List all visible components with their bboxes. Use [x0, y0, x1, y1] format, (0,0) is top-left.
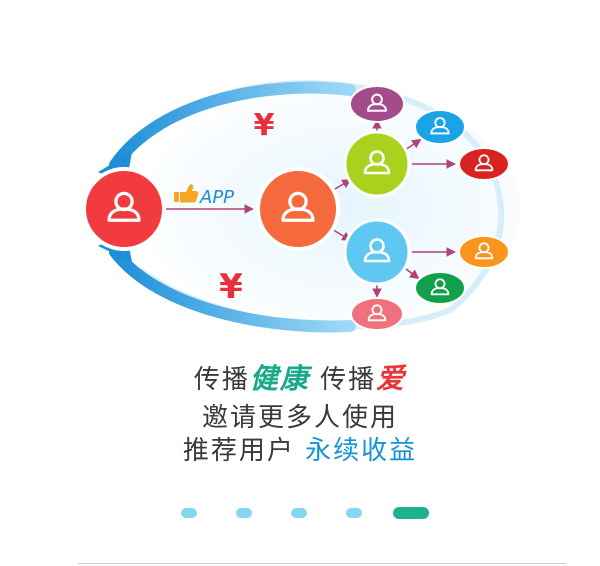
page-dot-5-active[interactable] [393, 507, 429, 519]
node-sky [343, 218, 411, 286]
caption-line-3: 推荐用户 永续收益 [0, 430, 600, 467]
page-indicator [0, 506, 600, 520]
node-source [82, 167, 166, 251]
node-pink [350, 297, 404, 331]
reward-arc-top [109, 81, 356, 171]
node-purple [349, 85, 405, 123]
caption-line-1: 传播健康 传播爱 [0, 357, 600, 397]
node-red [458, 147, 510, 181]
caption-line-3-prefix: 推荐用户 [182, 436, 306, 466]
yen-icon-bottom: ¥ [219, 267, 243, 307]
node-orange [458, 235, 510, 269]
node-blue [414, 109, 466, 145]
caption-emphasis-love: 爱 [376, 362, 407, 395]
caption-line-1-middle: 传播 [309, 365, 377, 395]
node-dark-green [414, 271, 466, 305]
caption-highlight-earnings: 永续收益 [305, 436, 418, 466]
page-dot-2[interactable] [236, 508, 252, 518]
thumbs-up-icon [174, 184, 199, 203]
page-dot-3[interactable] [291, 508, 307, 518]
yen-icon-top: ¥ [254, 108, 275, 143]
page-dot-4[interactable] [346, 508, 362, 518]
referral-illustration: ¥ ¥ APP [82, 80, 520, 333]
caption-line-1-prefix: 传播 [193, 365, 250, 395]
page-dot-1[interactable] [181, 508, 197, 518]
bottom-divider [78, 563, 566, 564]
caption-line-2: 邀请更多人使用 [201, 403, 398, 433]
app-label: APP [199, 187, 234, 208]
caption-emphasis-health: 健康 [249, 362, 310, 395]
reward-arc-bottom [109, 246, 356, 333]
node-green [343, 130, 411, 198]
node-referrer [256, 167, 340, 251]
